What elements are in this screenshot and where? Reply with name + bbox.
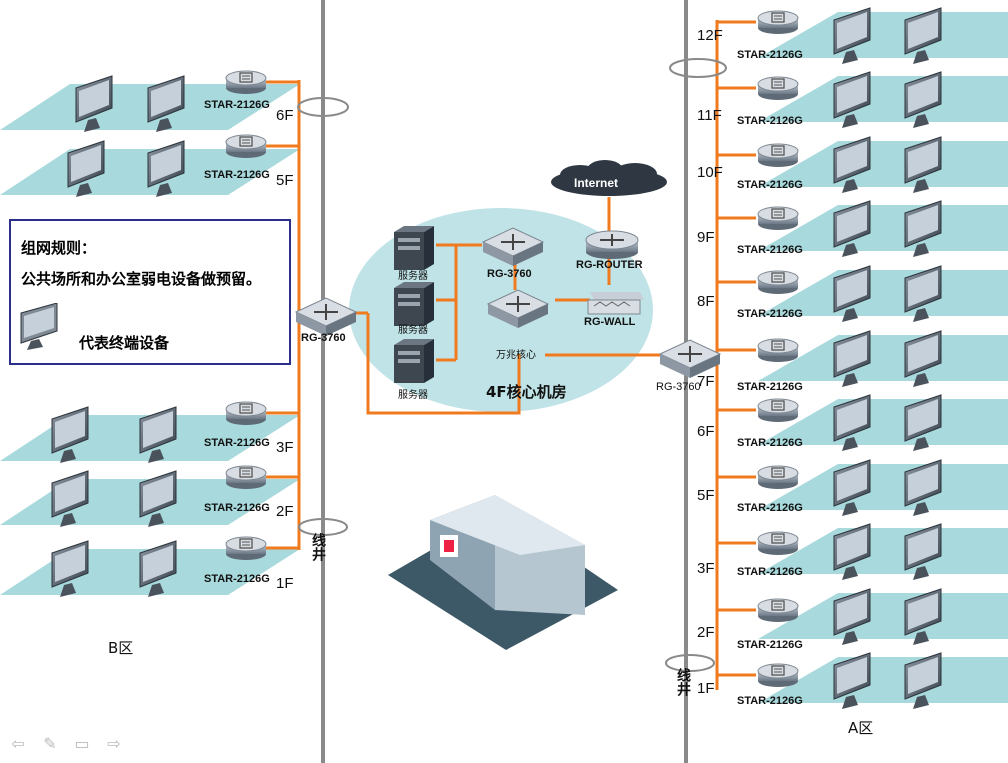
b-floor-3f: 3F [276, 439, 294, 456]
shaft-label-b: 线井 [310, 532, 326, 562]
zone-a-label: A区 [848, 719, 873, 737]
b-floor-6f: 6F [276, 107, 294, 124]
internet-label: Internet [574, 176, 618, 190]
a-floor-11f: 11F [697, 107, 722, 124]
pen-icon[interactable]: ✎ [43, 736, 57, 753]
a-switch-label-8f: STAR-2126G [737, 308, 803, 320]
legend-title: 组网规则： [21, 239, 97, 257]
legend-rule: 公共场所和办公室弱电设备做预留。 [21, 270, 262, 288]
router-icon [585, 230, 639, 259]
router-label: RG-ROUTER [576, 259, 643, 271]
a-switch-label-2f: STAR-2126G [737, 639, 803, 651]
forward-arrow-icon[interactable]: ⇨ [107, 736, 121, 753]
shaft-rings [297, 58, 727, 672]
a-switch-label-9f: STAR-2126G [737, 244, 803, 256]
a-switch-label-11f: STAR-2126G [737, 115, 803, 127]
firewall-icon [587, 292, 644, 315]
server-label-2: 服务器 [398, 323, 428, 336]
a-distribution-switch-label: RG-3760 [656, 381, 701, 393]
a-floor-8f: 8F [697, 293, 715, 310]
a-switch-label-7f: STAR-2126G [737, 381, 803, 393]
b-floor-5f: 5F [276, 172, 294, 189]
core-room-label: 4F核心机房 [486, 383, 567, 401]
a-floor-2f: 2F [697, 624, 715, 641]
legend-terminal-label: 代表终端设备 [79, 334, 170, 352]
server-label-3: 服务器 [398, 388, 428, 401]
terminal-monitor-icon [20, 303, 58, 350]
a-switch-label-12f: STAR-2126G [737, 49, 803, 61]
a-floor-6f: 6F [697, 423, 715, 440]
legend-box: 组网规则： 公共场所和办公室弱电设备做预留。 代表终端设备 [9, 219, 291, 365]
a-switch-label-10f: STAR-2126G [737, 179, 803, 191]
menu-icon[interactable]: ▭ [74, 736, 90, 753]
a-floor-3f: 3F [697, 560, 715, 577]
a-floor-10f: 10F [697, 164, 723, 181]
a-floor-12f: 12F [697, 27, 723, 44]
internet-cloud-icon [551, 160, 667, 196]
core-switch-label: RG-3760 [487, 268, 532, 280]
a-floor-1f: 1F [697, 680, 715, 697]
back-arrow-icon[interactable]: ⇦ [11, 736, 25, 753]
b-floor-1f: 1F [276, 575, 294, 592]
a-switch-label-5f: STAR-2126G [737, 502, 803, 514]
b-floor-2f: 2F [276, 503, 294, 520]
zone-b-label: B区 [108, 639, 133, 657]
zone-a-floors [758, 12, 1008, 703]
shaft-label-a: 线井 [675, 667, 691, 697]
b-switch-label-2f: STAR-2126G [204, 502, 270, 514]
a-floor-9f: 9F [697, 229, 715, 246]
core-10g-label: 万兆核心 [496, 348, 536, 361]
b-switch-label-3f: STAR-2126G [204, 437, 270, 449]
b-distribution-switch-label: RG-3760 [301, 332, 346, 344]
slide-nav: ⇦ ✎ ▭ ⇨ [8, 736, 124, 754]
a-switch-label-6f: STAR-2126G [737, 437, 803, 449]
a-floor-7f: 7F [697, 373, 715, 390]
server-label-1: 服务器 [398, 269, 428, 282]
b-switch-label-5f: STAR-2126G [204, 169, 270, 181]
zone-b-distribution-switch [295, 297, 357, 337]
server-icons [394, 226, 434, 383]
a-floor-5f: 5F [697, 487, 715, 504]
b-switch-label-1f: STAR-2126G [204, 573, 270, 585]
a-switch-label-3f: STAR-2126G [737, 566, 803, 578]
firewall-label: RG-WALL [584, 316, 636, 328]
hospital-building-icon [388, 495, 618, 650]
b-switch-label-6f: STAR-2126G [204, 99, 270, 111]
a-switch-label-1f: STAR-2126G [737, 695, 803, 707]
